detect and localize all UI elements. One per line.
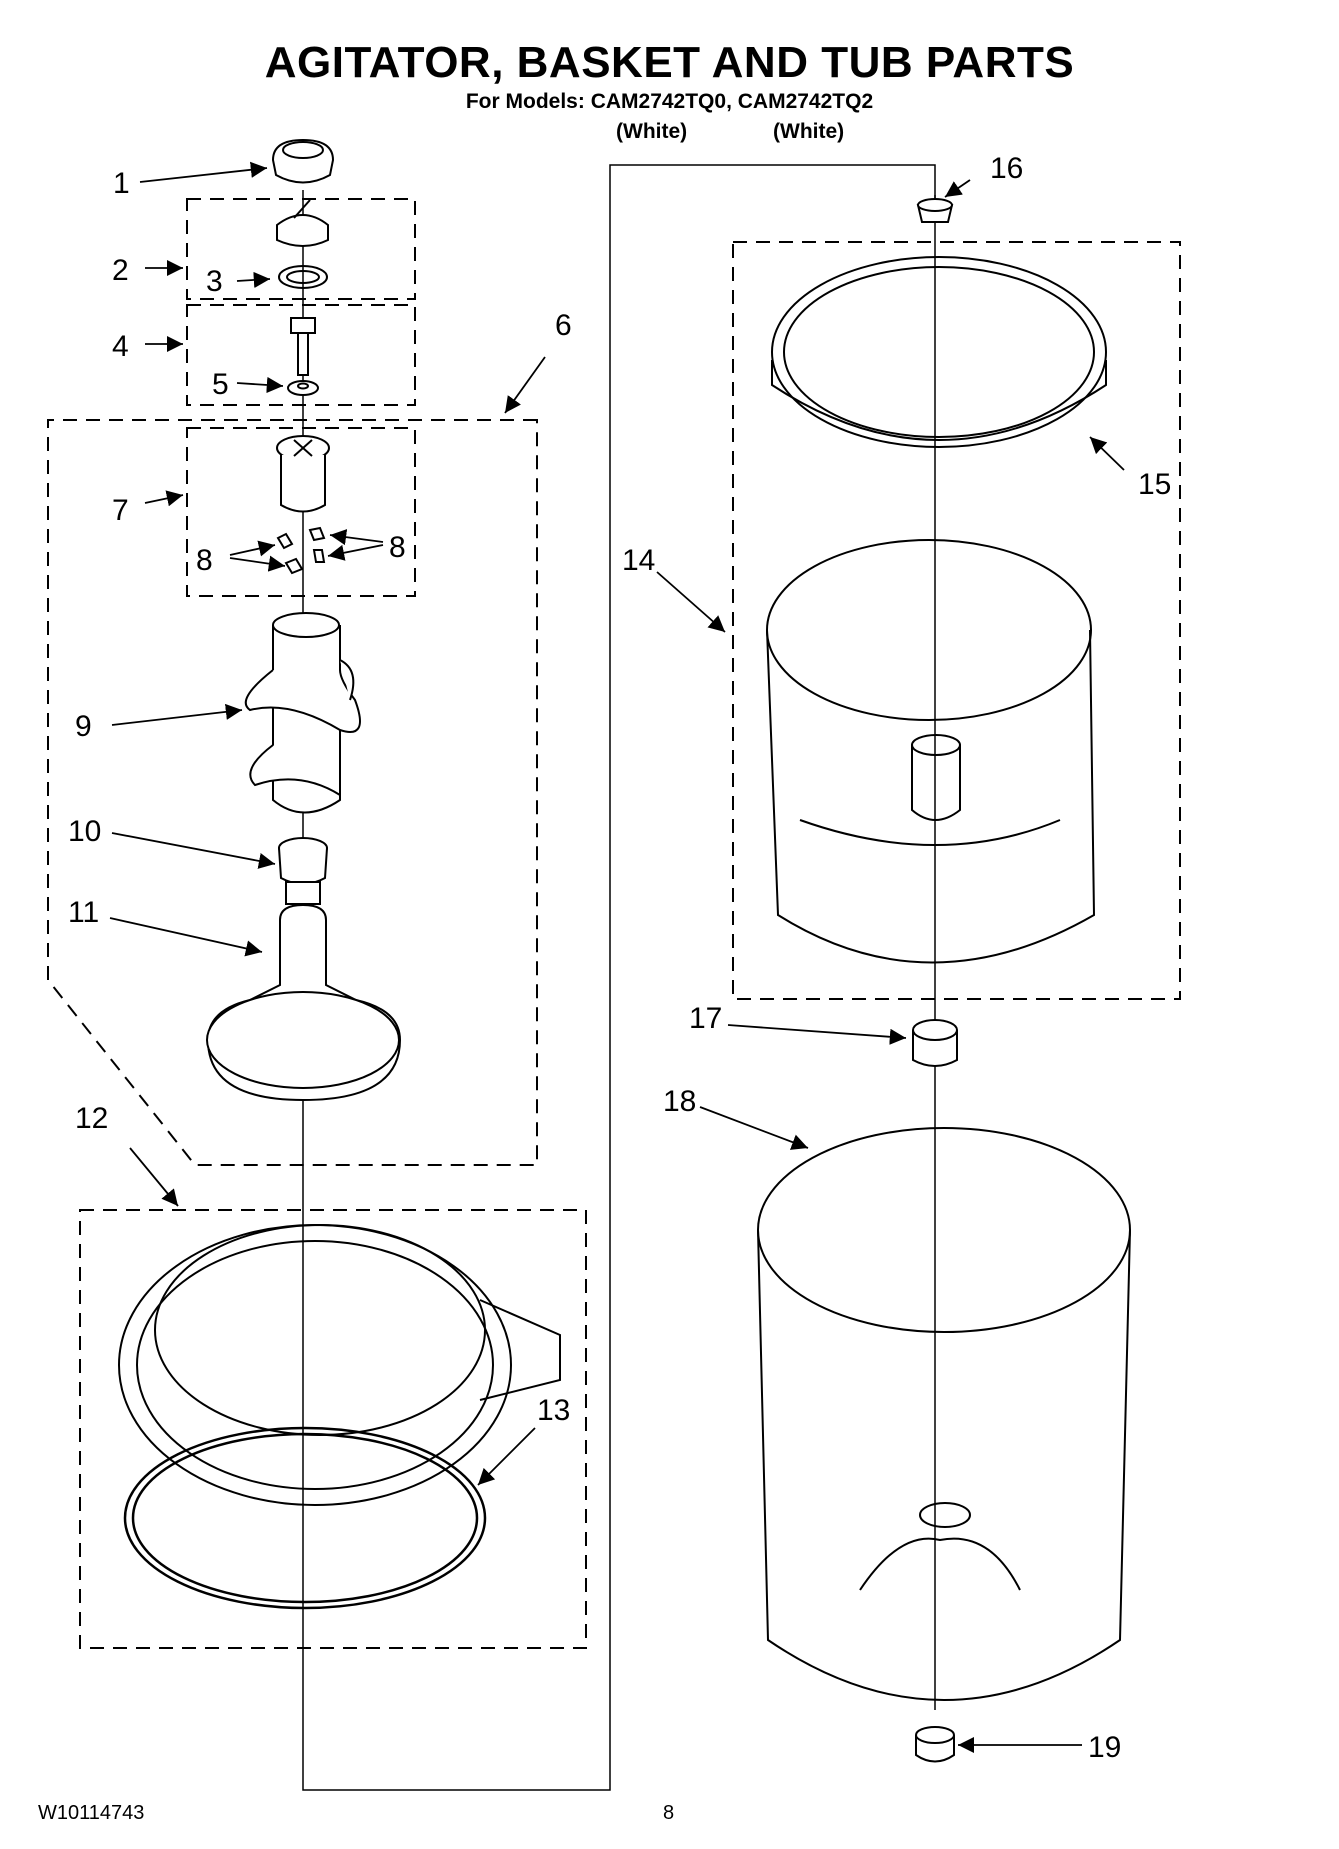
page-number: 8: [663, 1802, 675, 1824]
part-10-coupler: [278, 837, 328, 885]
part-11-agitator-base: [206, 881, 402, 1102]
part-1-agitator-cap: [271, 138, 335, 184]
callout-13: 13: [537, 1394, 570, 1427]
doc-number: W10114743: [38, 1802, 145, 1824]
part-12-tub-ring: [118, 1224, 561, 1506]
callout-4: 4: [112, 330, 129, 363]
callout-8-left: 8: [196, 544, 213, 577]
part-8-dogs: [276, 526, 326, 575]
axis-lines: [302, 164, 936, 1791]
part-19-plug: [915, 1726, 955, 1763]
leader-arrows: [109, 161, 1125, 1754]
callout-19: 19: [1088, 1731, 1121, 1764]
group-box-12: [79, 1209, 587, 1649]
group-boxes: [47, 198, 1181, 1649]
part-14-basket: [766, 539, 1096, 964]
callout-3: 3: [206, 265, 223, 298]
callout-labels: 1 2 3 4 5 6 7 8 8 9 10 11 12 13 14 15 16…: [68, 152, 1171, 1764]
group-box-4: [186, 304, 416, 406]
part-17-bearing: [912, 1019, 958, 1067]
group-box-6: [47, 419, 538, 1166]
callout-1: 1: [113, 167, 130, 200]
callout-17: 17: [689, 1002, 722, 1035]
group-box-7: [186, 427, 416, 597]
callout-7: 7: [112, 494, 129, 527]
callout-12: 12: [75, 1102, 108, 1135]
callout-11: 11: [68, 896, 99, 929]
callout-14: 14: [622, 544, 655, 577]
group-box-14: [732, 241, 1181, 1000]
callout-15: 15: [1138, 468, 1171, 501]
part-3-seal-ring: [278, 265, 328, 289]
callout-5: 5: [212, 368, 229, 401]
callout-9: 9: [75, 710, 92, 743]
callout-16: 16: [990, 152, 1023, 185]
page-title: AGITATOR, BASKET AND TUB PARTS: [264, 38, 1075, 87]
variant-label-2: (White): [773, 120, 845, 143]
group-box-2: [186, 198, 416, 300]
callout-6: 6: [555, 309, 572, 342]
models-subtitle: For Models: CAM2742TQ0, CAM2742TQ2: [465, 90, 874, 113]
callout-2: 2: [112, 254, 129, 287]
part-13-seal-ring: [123, 1426, 487, 1610]
part-7-cam: [276, 435, 330, 513]
part-15-balance-ring: [771, 256, 1107, 448]
part-5-washer: [287, 380, 319, 396]
part-18-outer-tub: [757, 1127, 1131, 1701]
callout-18: 18: [663, 1085, 696, 1118]
variant-label-1: (White): [616, 120, 688, 143]
callout-8-right: 8: [389, 531, 406, 564]
part-4-bolt: [290, 317, 316, 376]
callout-10: 10: [68, 815, 101, 848]
part-16-nut: [916, 198, 954, 223]
part-2-cap-insert: [276, 199, 329, 247]
part-9-agitator-barrel: [244, 612, 361, 814]
